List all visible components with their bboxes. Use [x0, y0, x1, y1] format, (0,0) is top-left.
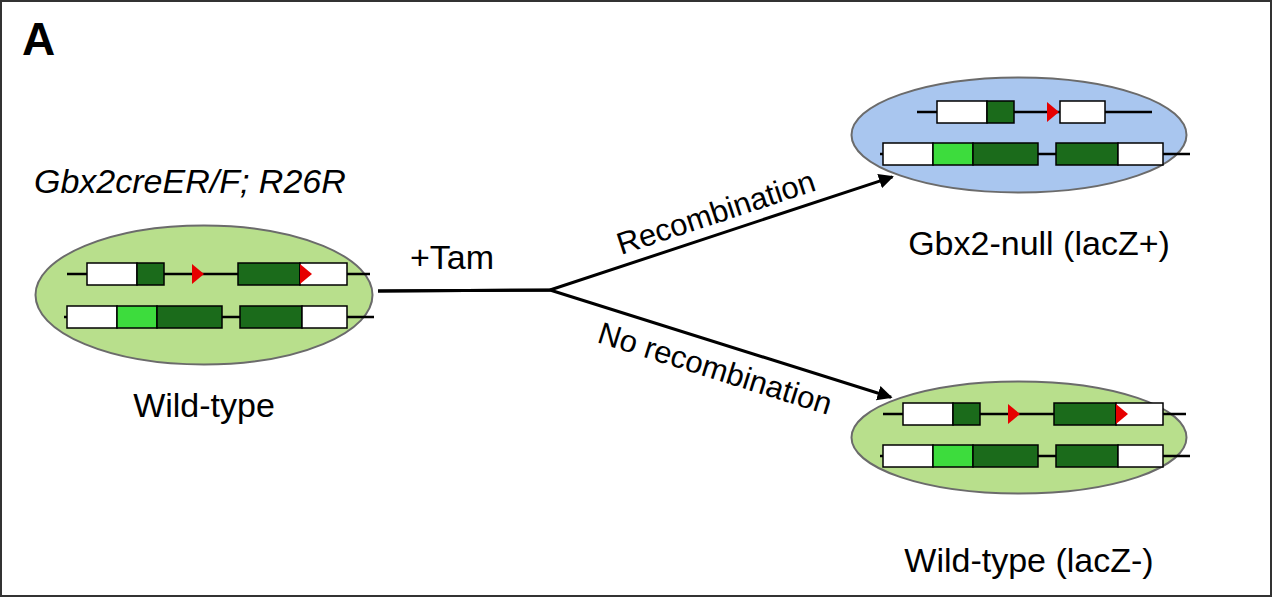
- exon-box: [117, 306, 157, 328]
- exon-box: [1118, 143, 1163, 165]
- gene-locus: [67, 263, 370, 285]
- exon-box: [137, 263, 164, 285]
- genotype-label: Gbx2creER/F; R26R: [34, 162, 346, 201]
- gene-locus: [883, 403, 1186, 425]
- cell-outline: [34, 224, 374, 366]
- gene-locus: [917, 101, 1152, 123]
- exon-box: [1116, 403, 1163, 425]
- loxp-site: [300, 264, 312, 284]
- cell-body: [852, 78, 1187, 193]
- loxp-site: [1008, 404, 1020, 424]
- gene-locus: [64, 306, 374, 328]
- gene-locus: [880, 143, 1190, 165]
- cell-caption: Gbx2-null (lacZ+): [908, 224, 1170, 263]
- cell-caption: Wild-type (lacZ-): [904, 541, 1153, 580]
- exon-box: [1054, 403, 1116, 425]
- exon-box: [933, 445, 973, 467]
- exon-box: [1060, 101, 1105, 123]
- exon-box: [937, 101, 987, 123]
- exon-box: [67, 306, 117, 328]
- panel-letter: A: [22, 12, 55, 66]
- cell-outline: [850, 380, 1188, 495]
- exon-box: [883, 143, 933, 165]
- loxp-site: [1047, 102, 1059, 122]
- cell-body: [36, 226, 373, 365]
- exon-box: [240, 306, 302, 328]
- exon-box: [987, 101, 1014, 123]
- loxp-site: [192, 264, 204, 284]
- exon-box: [1056, 143, 1118, 165]
- exon-box: [1118, 445, 1163, 467]
- cell-ellipse: Gbx2creER/F; R26RWild-type: [34, 224, 374, 366]
- cell-body: [852, 382, 1187, 494]
- exon-box: [883, 445, 933, 467]
- loxp-site: [1116, 404, 1128, 424]
- exon-box: [87, 263, 137, 285]
- exon-box: [302, 306, 347, 328]
- cell-outline: [850, 76, 1188, 194]
- exon-box: [238, 263, 300, 285]
- exon-box: [1056, 445, 1118, 467]
- exon-box: [933, 143, 973, 165]
- exon-box: [300, 263, 347, 285]
- cell-ellipse: Gbx2-null (lacZ+): [850, 76, 1188, 194]
- exon-box: [157, 306, 222, 328]
- exon-box: [973, 445, 1038, 467]
- cell-caption: Wild-type: [133, 386, 275, 425]
- cell-ellipse: Wild-type (lacZ-): [850, 380, 1188, 495]
- exon-box: [903, 403, 953, 425]
- exon-box: [973, 143, 1038, 165]
- treatment-label: +Tam: [410, 238, 494, 277]
- gene-locus: [880, 445, 1190, 467]
- exon-box: [953, 403, 980, 425]
